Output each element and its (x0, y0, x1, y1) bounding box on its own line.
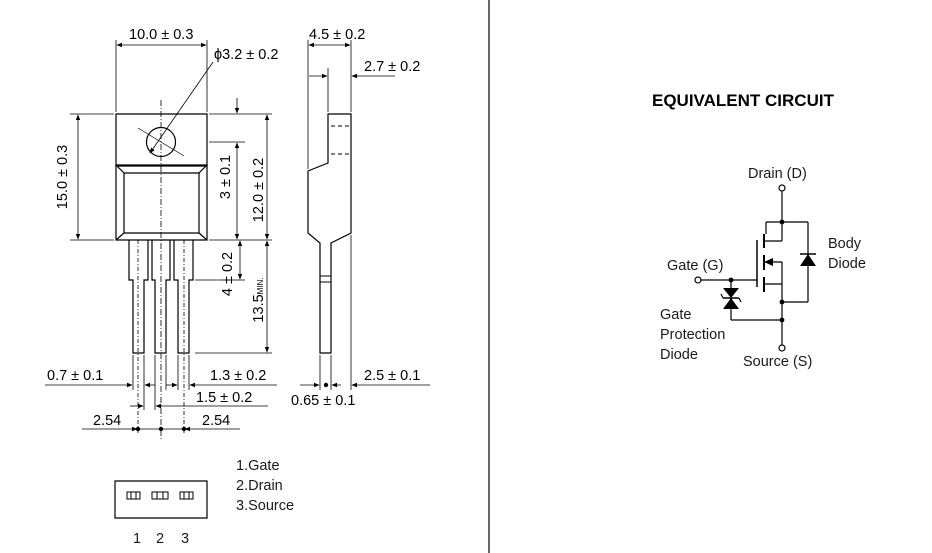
pin-number-2: 2 (156, 531, 164, 547)
dim-height-label: 15.0 ± 0.3 (55, 145, 71, 209)
dim-lead-stub-label: 4 ± 0.2 (220, 252, 236, 296)
protection-diode-symbol-top (723, 288, 739, 298)
pitch-dots (135, 426, 187, 432)
circuit-fills (723, 219, 816, 323)
pin-number-1: 1 (133, 531, 141, 547)
dim-lead-length-label: 13.5MIN. (251, 277, 267, 322)
front-view (45, 40, 277, 440)
dim-tab-offset-label: 2.7 ± 0.2 (364, 59, 420, 75)
gate-label: Gate (G) (667, 258, 723, 274)
side-profile (308, 114, 351, 353)
pinout-body (115, 481, 207, 518)
pin-label-1: 1.Gate (236, 458, 280, 474)
protection-diode-label-1: Gate (660, 307, 691, 323)
package-body (116, 165, 207, 240)
body-diode-symbol (800, 254, 816, 266)
dim-thickness-label: 4.5 ± 0.2 (309, 27, 365, 43)
drain-terminal (779, 185, 785, 191)
pin-label-2: 2.Drain (236, 478, 283, 494)
protection-diode-symbol-bottom (723, 298, 739, 309)
dim-pitch-left-label: 2.54 (93, 413, 121, 429)
drain-label: Drain (D) (748, 166, 807, 182)
dim-lead-offset-label: 2.5 ± 0.1 (364, 368, 420, 384)
dim-pitch-right-label: 2.54 (202, 413, 230, 429)
dim-hole-label: ϕ3.2 ± 0.2 (214, 47, 278, 63)
protection-diode-label-3: Diode (660, 347, 698, 363)
package-body-inner (124, 173, 199, 233)
side-view (300, 40, 430, 390)
gate-terminal (695, 277, 701, 283)
dim-width-label: 10.0 ± 0.3 (129, 27, 193, 43)
package-tab (116, 114, 207, 166)
source-terminal (779, 345, 785, 351)
dim-tab-hole-label: 3 ± 0.1 (218, 155, 234, 199)
pinout-view (115, 481, 207, 518)
body-diode-label-2: Diode (828, 256, 866, 272)
body-diode-label-1: Body (828, 236, 862, 252)
pin-label-3: 3.Source (236, 498, 294, 514)
source-label: Source (S) (743, 354, 812, 370)
package-leads (129, 240, 193, 353)
dim-lead-width-label: 0.7 ± 0.1 (47, 368, 103, 384)
side-dot (323, 382, 329, 388)
dim-lead-thickness-label: 0.65 ± 0.1 (291, 393, 355, 409)
dim-lead-shoulder-label: 1.3 ± 0.2 (210, 368, 266, 384)
pin-number-3: 3 (181, 531, 189, 547)
protection-diode-label-2: Protection (660, 327, 725, 343)
circuit-title: EQUIVALENT CIRCUIT (652, 91, 835, 110)
dim-lead-gap-label: 1.5 ± 0.2 (196, 390, 252, 406)
dim-body-height-label: 12.0 ± 0.2 (251, 158, 267, 222)
